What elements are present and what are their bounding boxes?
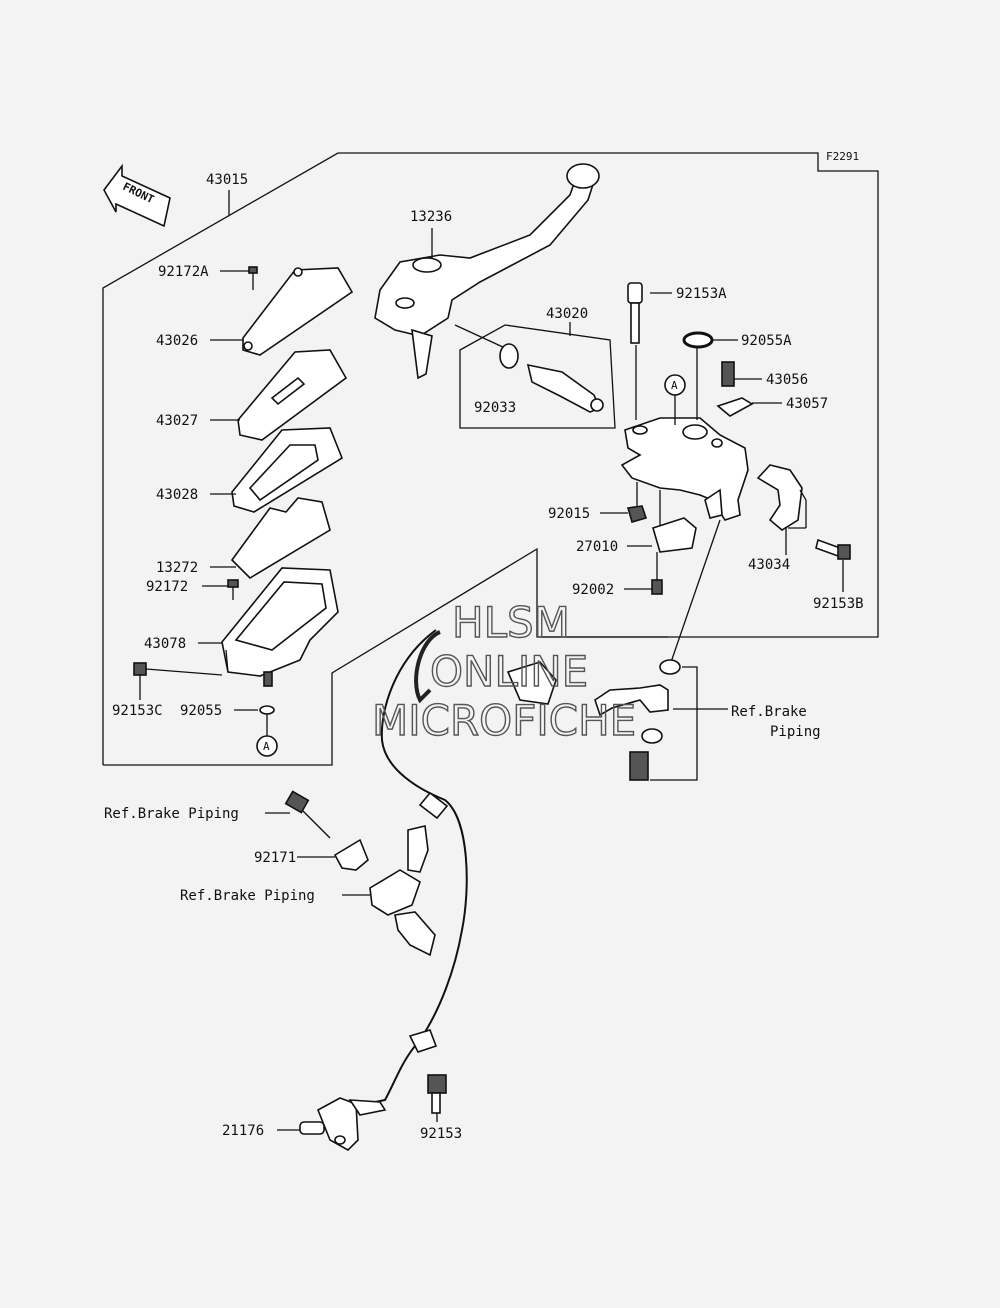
cap-43057 bbox=[716, 397, 754, 417]
label-43028: 43028 bbox=[156, 487, 198, 503]
leader-lines bbox=[139, 228, 844, 1131]
bolt-92153 bbox=[427, 1074, 447, 1114]
label-43056: 43056 bbox=[766, 372, 808, 388]
watermark: HLSM ONLINE MICROFICHE bbox=[371, 597, 637, 745]
brake-lever bbox=[374, 163, 600, 380]
front-arrow: FRONT bbox=[103, 163, 171, 228]
callout-a-lower: A bbox=[256, 714, 278, 757]
svg-text:A: A bbox=[263, 740, 270, 753]
label-27010: 27010 bbox=[576, 539, 618, 555]
label-43057: 43057 bbox=[786, 396, 828, 412]
label-92153c: 92153C bbox=[112, 703, 163, 719]
label-92171: 92171 bbox=[254, 850, 296, 866]
label-43020: 43020 bbox=[546, 306, 588, 322]
label-43015: 43015 bbox=[206, 172, 248, 188]
label-92172: 92172 bbox=[146, 579, 188, 595]
label-13236: 13236 bbox=[410, 209, 452, 225]
svg-text:ONLINE: ONLINE bbox=[430, 647, 588, 696]
switch-27010 bbox=[652, 490, 697, 553]
reservoir-body bbox=[221, 567, 339, 687]
label-ref-brake-1b: Piping bbox=[770, 724, 821, 740]
label-92153b: 92153B bbox=[813, 596, 864, 612]
screw-92172 bbox=[227, 579, 239, 600]
brake-hose bbox=[359, 629, 557, 1106]
label-92015: 92015 bbox=[548, 506, 590, 522]
bolt-92153b bbox=[815, 538, 851, 560]
gasket bbox=[230, 497, 331, 580]
label-92153: 92153 bbox=[420, 1126, 462, 1142]
sensor-bracket bbox=[284, 790, 436, 957]
master-cylinder-body bbox=[620, 417, 749, 521]
svg-text:HLSM: HLSM bbox=[452, 598, 570, 647]
label-43034: 43034 bbox=[748, 557, 790, 573]
label-ref-brake-1: Ref.Brake bbox=[731, 704, 807, 720]
screw-92172a bbox=[248, 266, 258, 290]
banjo-fitting bbox=[594, 659, 728, 781]
oring-92055 bbox=[259, 705, 275, 715]
label-92033: 92033 bbox=[474, 400, 516, 416]
label-92055: 92055 bbox=[180, 703, 222, 719]
piston-kit bbox=[459, 324, 616, 429]
label-43026: 43026 bbox=[156, 333, 198, 349]
label-21176: 21176 bbox=[222, 1123, 264, 1139]
screw-92002 bbox=[651, 552, 663, 595]
label-ref-brake-3: Ref.Brake Piping bbox=[180, 888, 315, 904]
diaphragm bbox=[231, 427, 343, 513]
label-92153a: 92153A bbox=[676, 286, 727, 302]
label-92055a: 92055A bbox=[741, 333, 792, 349]
clamp-43034 bbox=[756, 464, 807, 531]
svg-text:A: A bbox=[671, 379, 678, 392]
label-ref-brake-2: Ref.Brake Piping bbox=[104, 806, 239, 822]
label-43027: 43027 bbox=[156, 413, 198, 429]
nut-92015 bbox=[626, 482, 648, 523]
wheel-speed-sensor bbox=[299, 1097, 387, 1151]
label-43078: 43078 bbox=[144, 636, 186, 652]
bleeder-43056 bbox=[721, 361, 735, 387]
reservoir-cap bbox=[242, 267, 354, 356]
bolt-92153a bbox=[627, 282, 643, 420]
figure-code: F2291 bbox=[826, 150, 859, 163]
label-92172a: 92172A bbox=[158, 264, 209, 280]
svg-text:MICROFICHE: MICROFICHE bbox=[372, 696, 636, 745]
screw-92153c bbox=[133, 662, 223, 676]
oring-92055a bbox=[682, 331, 714, 349]
assembly-boundary bbox=[102, 152, 879, 766]
diaphragm-plate bbox=[237, 349, 348, 441]
label-92002: 92002 bbox=[572, 582, 614, 598]
label-13272: 13272 bbox=[156, 560, 198, 576]
part-labels: 43015 13236 92172A 43026 43027 43028 132… bbox=[104, 172, 864, 1142]
callout-a-upper: A bbox=[664, 374, 686, 425]
